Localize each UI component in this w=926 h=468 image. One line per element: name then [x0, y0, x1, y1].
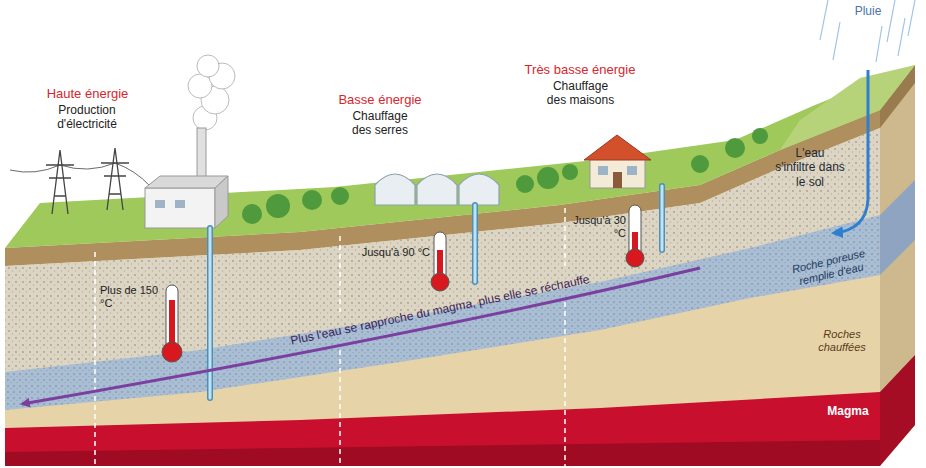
well-pipe-part — [209, 228, 212, 398]
trees-part — [537, 167, 559, 189]
ground-block-part — [780, 65, 915, 150]
ground-block-part — [5, 65, 915, 248]
ground-block-part — [880, 355, 915, 466]
trees-part — [562, 164, 578, 180]
thermometer-part — [626, 249, 644, 267]
zone-heading: Haute énergie — [45, 86, 130, 102]
house — [584, 135, 651, 188]
well-pipe-part — [474, 205, 477, 282]
ground-block-part — [880, 180, 915, 275]
water-flow-arrow-part — [834, 70, 868, 233]
power-pylons-part — [101, 148, 129, 210]
greenhouses-part — [459, 174, 499, 205]
power-plant-part — [175, 200, 185, 208]
rain — [820, 0, 915, 62]
power-pylons-part — [10, 163, 150, 186]
house-part — [613, 172, 622, 188]
water-flow-arrow — [22, 70, 868, 404]
thermometer — [162, 205, 644, 362]
power-plant-part — [215, 176, 228, 228]
zone-use: Production d'électricité — [47, 103, 127, 132]
dashed-divider-part — [564, 208, 566, 266]
well-pipe-part — [207, 228, 213, 398]
temperature-label: Jusqu'à 30 °C — [570, 214, 626, 240]
trees-part — [752, 128, 768, 144]
trees-part — [266, 194, 290, 218]
water-flow-arrow-part — [22, 268, 700, 404]
dashed-divider-part — [94, 252, 96, 466]
temperature-label: Jusqu'à 90 °C — [354, 246, 430, 259]
power-plant-part — [155, 200, 165, 208]
greenhouses-part — [417, 174, 457, 205]
layer-label: Magma — [818, 404, 878, 418]
ground-block-part — [880, 65, 915, 466]
power-plant — [145, 55, 235, 228]
rain-part — [876, 26, 882, 62]
power-plant-part — [188, 74, 212, 98]
house-part — [584, 135, 651, 160]
well-pipe-part — [661, 186, 664, 250]
trees-part — [331, 187, 349, 205]
rain-label: Pluie — [846, 4, 890, 18]
trees — [242, 128, 768, 224]
house-part — [627, 166, 637, 175]
rain-part — [908, 0, 915, 36]
power-pylons-part — [46, 150, 74, 214]
layer-label: Roches chauffées — [802, 328, 882, 354]
dashed-divider-part — [339, 236, 341, 312]
well-pipe-part — [659, 186, 665, 250]
temperature-label: Plus de 150 °C — [100, 284, 160, 310]
zone-use: Chauffage des maisons — [543, 79, 618, 108]
greenhouses-part — [375, 174, 415, 205]
infiltration-note: L'eau s'infiltre dans le sol — [774, 146, 846, 189]
power-plant-part — [145, 176, 228, 188]
ground-block-part — [5, 215, 880, 410]
ground-block-part — [5, 440, 880, 466]
layer-label: Roche poreuse remplie d'eau — [780, 244, 879, 291]
dashed-divider-part — [564, 302, 566, 466]
zone-heading: Basse énergie — [320, 92, 440, 108]
power-pylons — [10, 148, 150, 214]
power-plant-part — [145, 188, 215, 228]
house-part — [598, 166, 608, 175]
ground-block-part — [5, 392, 880, 466]
trees-part — [516, 175, 534, 193]
trees-part — [725, 138, 745, 158]
trees-part — [691, 155, 709, 173]
trees-part — [302, 190, 322, 210]
dashed-divider-part — [339, 350, 341, 466]
greenhouses — [375, 174, 499, 205]
rain-part — [820, 0, 828, 40]
power-plant-part — [197, 55, 219, 77]
zone-heading: Très basse énergie — [520, 62, 640, 78]
rain-part — [833, 22, 840, 60]
ground-block — [5, 65, 915, 466]
rain-part — [898, 18, 905, 56]
well-pipe-part — [472, 205, 478, 282]
flow-caption: Plus l'eau se rapproche du magma, plus e… — [289, 272, 591, 348]
zone-use: Chauffage des serres — [345, 109, 415, 138]
thermometer-part — [162, 342, 182, 362]
trees-part — [242, 204, 262, 224]
house-part — [590, 158, 645, 188]
thermometer-part — [431, 273, 449, 291]
